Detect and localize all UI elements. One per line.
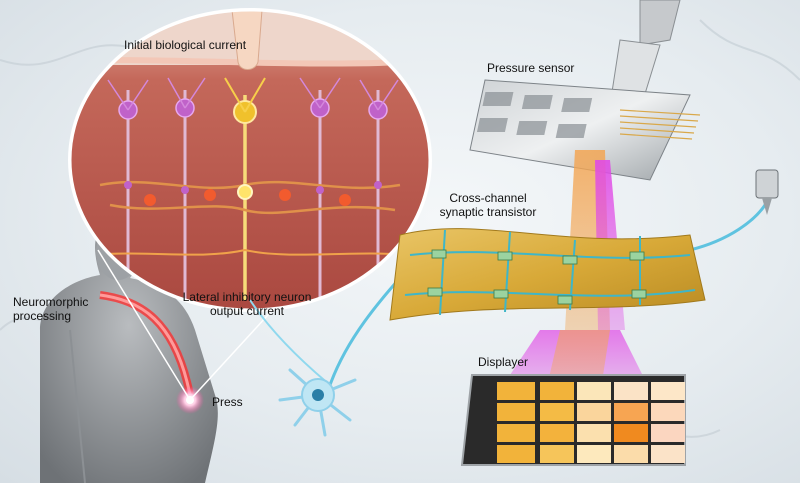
display-cell (651, 445, 685, 463)
display-cell (540, 445, 574, 463)
display-cell (540, 424, 574, 442)
label-lateral-line1: Lateral inhibitory neuron (182, 290, 312, 304)
display-cell (540, 403, 574, 421)
display-cell (651, 424, 685, 442)
label-displayer: Displayer (478, 355, 529, 369)
display-grid (460, 374, 686, 466)
label-press: Press (212, 395, 243, 409)
display-cell (497, 424, 535, 442)
display-cell (614, 403, 648, 421)
display-cell (614, 382, 648, 400)
magnified-neural-view (68, 8, 432, 312)
display-cell (614, 445, 648, 463)
display-cell (651, 382, 685, 400)
display-cell (497, 445, 535, 463)
display-cell (614, 424, 648, 442)
label-neuromorphic-line1: Neuromorphic (13, 295, 89, 309)
display-cell (540, 382, 574, 400)
display-cell (497, 382, 535, 400)
label-pressure-sensor: Pressure sensor (487, 61, 575, 75)
label-initial-current: Initial biological current (124, 38, 247, 52)
synaptic-transistor-array (389, 228, 706, 321)
display-cell (497, 403, 535, 421)
display-cell (577, 382, 611, 400)
neuron-cell (278, 368, 357, 437)
display-cell (651, 403, 685, 421)
label-lateral-line2: output current (209, 304, 285, 318)
probe-needle (755, 169, 779, 215)
label-neuromorphic-line2: processing (13, 309, 72, 323)
label-transistor-line2: synaptic transistor (439, 205, 537, 219)
display-cell (577, 403, 611, 421)
display-cell (577, 445, 611, 463)
pressure-sensor-array (469, 79, 701, 181)
label-transistor-line1: Cross-channel (449, 191, 527, 205)
display-cells (497, 382, 685, 463)
display-cell (577, 424, 611, 442)
